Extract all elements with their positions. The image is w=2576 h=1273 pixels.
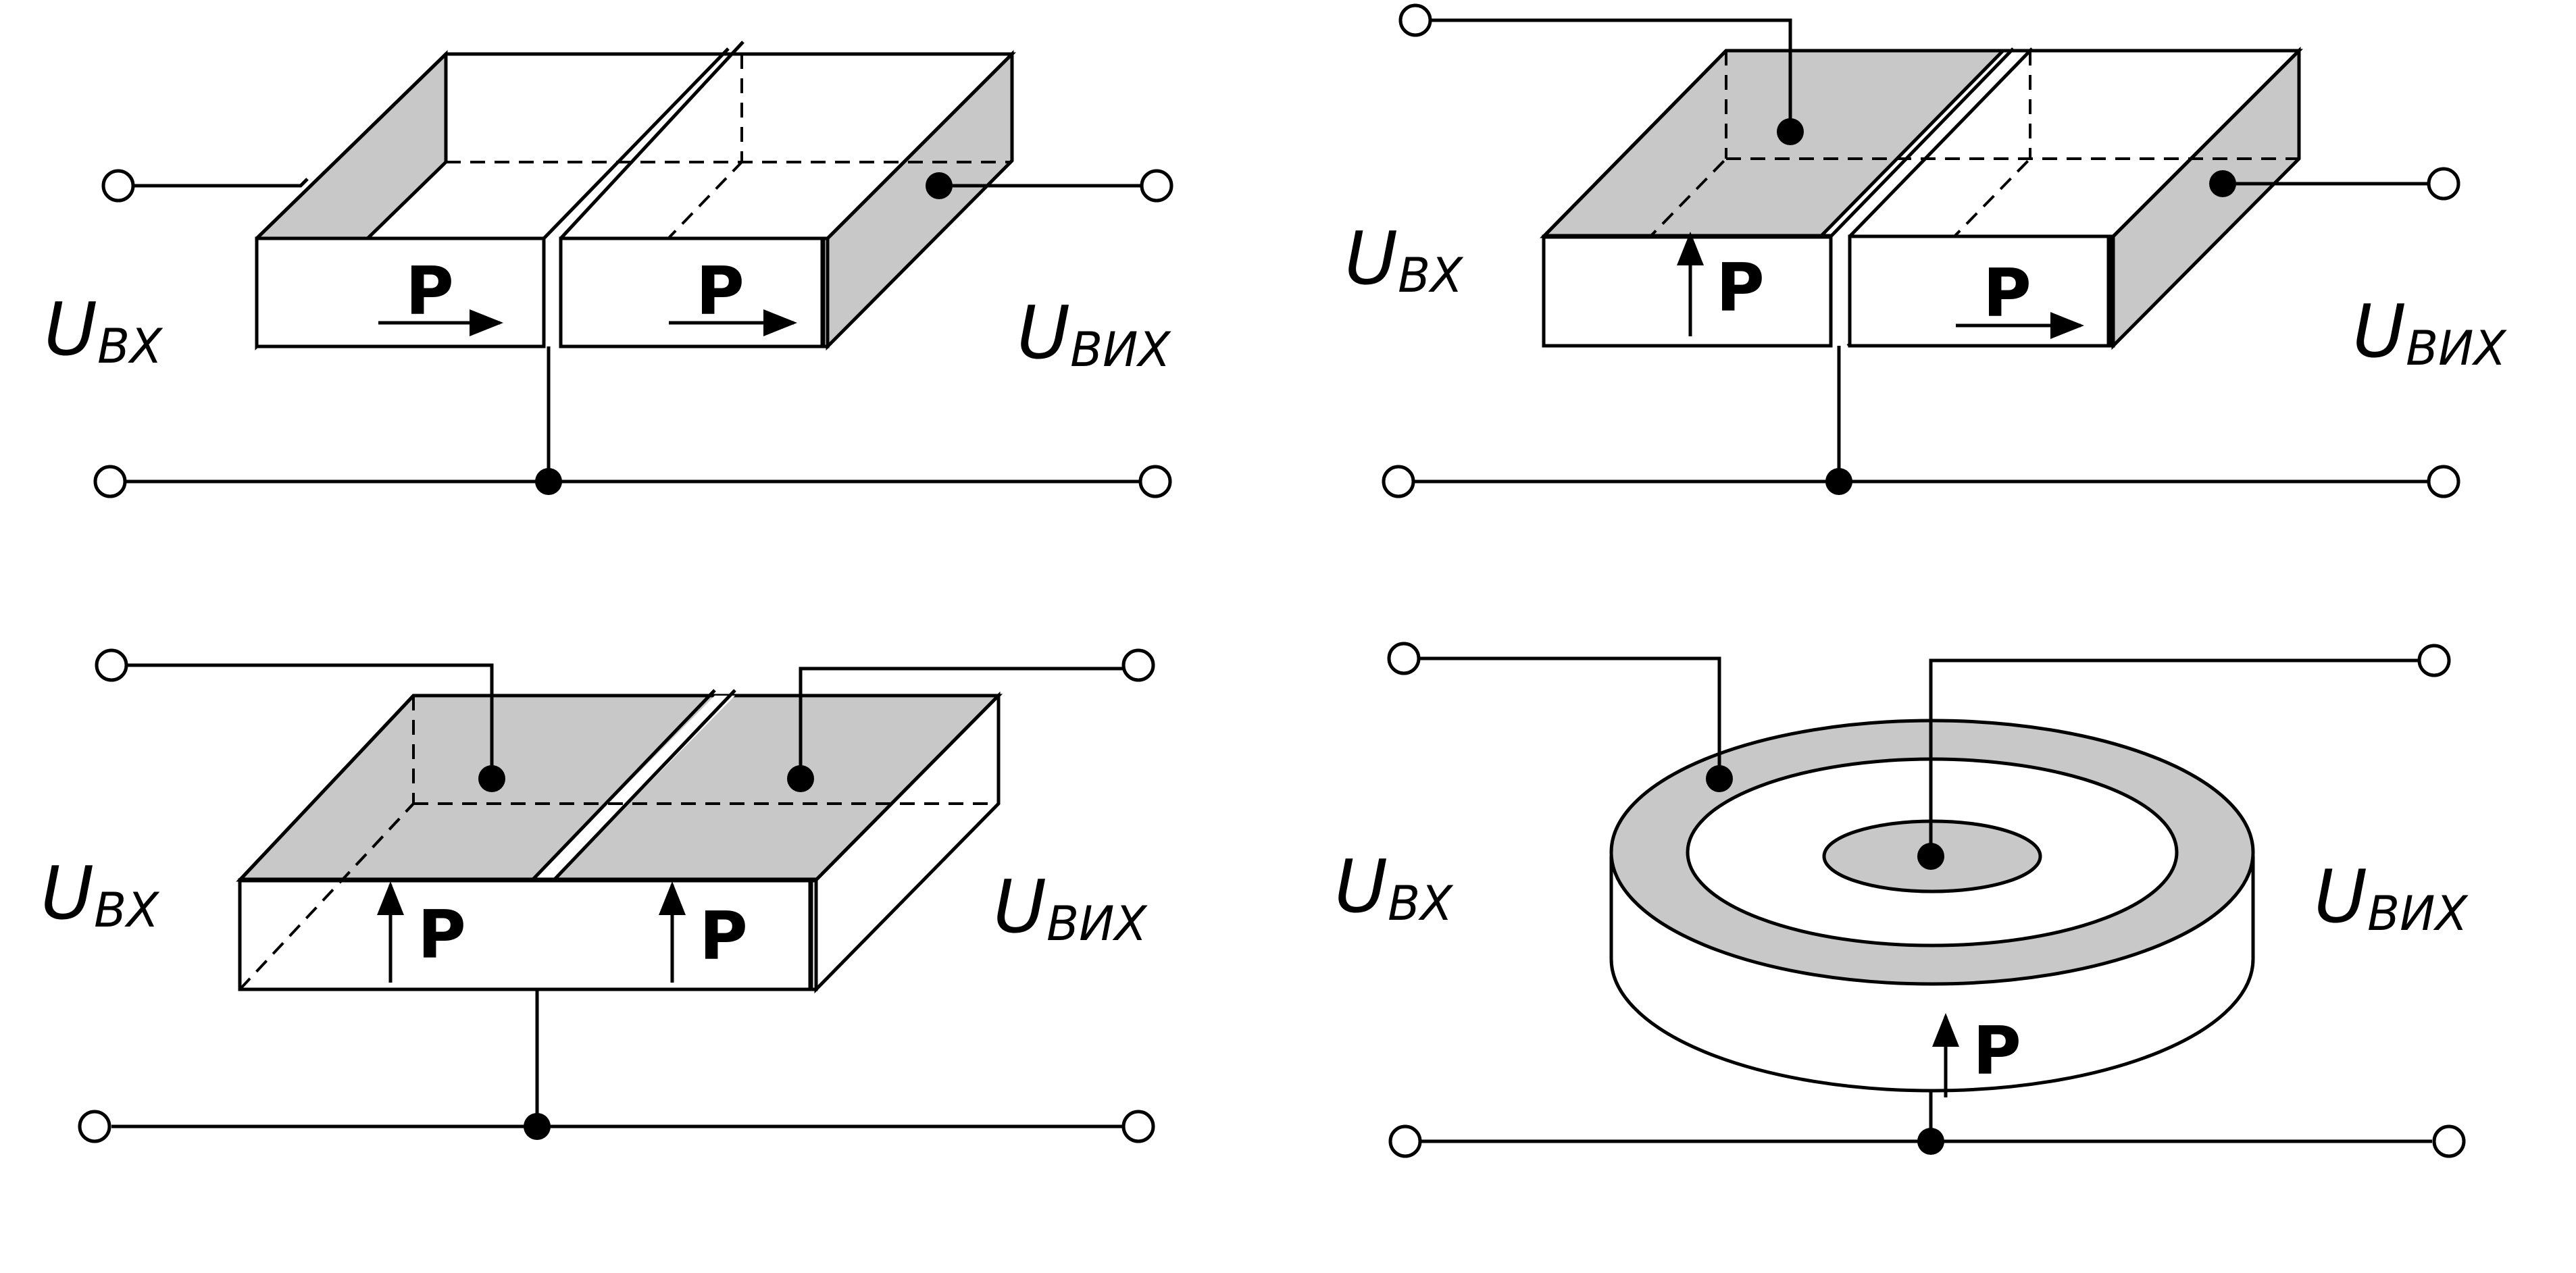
polarization-label: P <box>1983 255 2031 332</box>
electrode-right-face <box>826 49 1014 351</box>
front-face-left <box>255 236 546 348</box>
polarization-label: P <box>405 253 454 330</box>
output-voltage-label: UВИХ <box>2314 855 2469 941</box>
electrode-contact <box>1917 843 1944 870</box>
input-terminal-bottom <box>1388 1124 1422 1158</box>
ground-junction <box>1825 468 1852 495</box>
input-terminal-bottom <box>78 1110 111 1143</box>
output-terminal-top <box>1140 169 1173 203</box>
electrode-contact <box>1777 118 1804 145</box>
output-voltage-label: UВИХ <box>993 865 1148 952</box>
front-face-left <box>1542 234 1833 348</box>
front-face-right <box>559 236 830 348</box>
output-terminal-top <box>1121 648 1155 682</box>
panel-transverse-transformer: P P UBX UВИХ <box>41 648 1155 1143</box>
polarization-label: P <box>696 253 744 330</box>
polarization-label: P <box>1973 1013 2021 1090</box>
panel-disc-transformer: P UBX UВИХ <box>1334 642 2469 1158</box>
electrode-top-face <box>1540 49 2007 238</box>
electrode-contact <box>1706 765 1733 792</box>
electrode-contact <box>478 765 505 792</box>
input-terminal-top <box>1398 3 1432 37</box>
input-terminal-top <box>95 648 128 682</box>
panel-transverse-longitudinal-transformer: P P UBX UВИХ <box>1344 3 2507 498</box>
electrode-contact <box>2209 170 2236 197</box>
output-terminal-top <box>2417 644 2451 677</box>
output-terminal-top <box>2427 167 2460 201</box>
input-voltage-label: UBX <box>1344 217 1464 303</box>
front-face <box>238 878 818 991</box>
polarization-label: P <box>1716 250 1765 327</box>
output-voltage-label: UВИХ <box>2352 290 2507 376</box>
output-terminal-bottom <box>1138 465 1172 498</box>
output-terminal-bottom <box>1121 1110 1155 1143</box>
polarization-label: P <box>699 898 748 975</box>
ground-junction <box>524 1113 551 1140</box>
input-voltage-label: UBX <box>44 288 163 374</box>
input-terminal-top <box>101 169 135 203</box>
input-terminal-bottom <box>1382 465 1415 498</box>
electrode-right-face <box>2111 46 2301 350</box>
electrode-contact <box>787 765 814 792</box>
panel-longitudinal-transformer: P P UBX UВИХ <box>44 41 1173 498</box>
electrode-contact <box>926 172 953 199</box>
ground-junction <box>535 468 562 495</box>
output-terminal-bottom <box>2432 1124 2466 1158</box>
polarization-label: P <box>418 897 466 974</box>
front-face-right <box>1848 234 2115 348</box>
input-voltage-label: UBX <box>41 852 160 938</box>
input-terminal-top <box>1387 642 1421 675</box>
output-voltage-label: UВИХ <box>1017 291 1171 378</box>
input-voltage-label: UBX <box>1334 845 1454 931</box>
output-terminal-bottom <box>2427 465 2460 498</box>
input-terminal-bottom <box>93 465 127 498</box>
ground-junction <box>1917 1128 1944 1155</box>
